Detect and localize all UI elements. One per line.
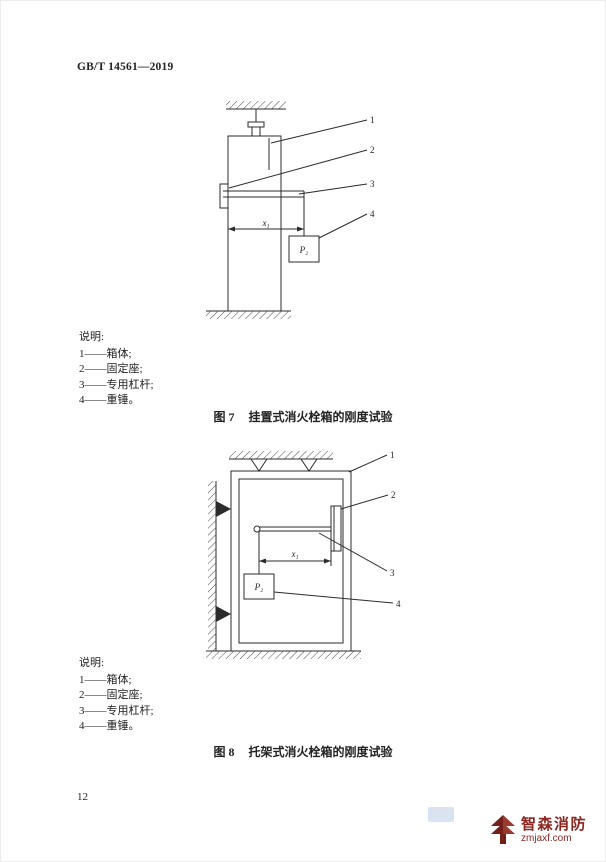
figure-number: 图 8 — [213, 745, 235, 759]
leader-2 — [340, 494, 389, 510]
legend-title: 说明: — [79, 331, 105, 343]
legend-item: 2——固定座; — [79, 363, 143, 375]
figure-title: 托架式消火栓箱的刚度试验 — [248, 745, 393, 759]
weight-label: P₂ — [299, 245, 309, 255]
watermark-domain: zmjaxf.com — [521, 832, 572, 844]
callout-4: 4 — [396, 599, 401, 609]
wall-bracket-top — [216, 501, 231, 517]
lever-pivot — [253, 525, 261, 533]
box-inner — [238, 478, 344, 644]
site-watermark: 智森消防 zmjaxf.com — [490, 814, 587, 846]
weight-box — [243, 573, 275, 600]
ceiling-hatch — [226, 101, 286, 109]
watermark-text: 智森消防 zmjaxf.com — [521, 816, 587, 845]
box-body — [227, 135, 282, 312]
figure7-linework — [206, 101, 368, 319]
weight-box — [288, 235, 320, 263]
leader-2 — [228, 149, 368, 189]
legend-item: 1——箱体; — [79, 347, 132, 360]
leader-4 — [273, 591, 394, 604]
callout-3: 3 — [370, 179, 375, 189]
leader-1 — [270, 119, 368, 144]
callout-1: 1 — [390, 450, 395, 460]
dim-arrow-left — [259, 558, 266, 564]
legend-item: 4——重锤。 — [79, 720, 140, 732]
hanger-bar — [247, 121, 265, 128]
legend-item: 2——固定座; — [79, 689, 143, 701]
callout-2: 2 — [370, 145, 375, 155]
figure8-caption: 图 8 托架式消火栓箱的刚度试验 — [1, 743, 605, 760]
logo-shape — [491, 823, 503, 834]
ground-hatch — [206, 311, 291, 319]
hanger-block — [251, 126, 261, 137]
leader-4 — [318, 213, 368, 239]
legend-item: 4——重锤。 — [79, 394, 140, 406]
leader-3 — [298, 183, 368, 195]
legend-item: 3——专用杠杆; — [79, 378, 154, 391]
figure7-caption: 图 7 挂置式消火栓箱的刚度试验 — [1, 408, 605, 425]
weight-label: P₂ — [254, 582, 264, 592]
brand-logo-icon — [491, 815, 515, 844]
ceiling-mount-right — [300, 458, 318, 472]
figure-title: 挂置式消火栓箱的刚度试验 — [248, 410, 393, 424]
fixing-seat — [330, 505, 342, 552]
wall-bracket-bottom — [216, 606, 231, 622]
leader-1 — [348, 454, 388, 473]
leader-3 — [318, 532, 388, 572]
fixing-seat — [219, 183, 229, 209]
callout-4: 4 — [370, 209, 375, 219]
figure-number: 图 7 — [213, 410, 235, 424]
dim-arrow-left — [228, 226, 235, 232]
dim-label: x₁ — [261, 218, 269, 228]
callout-3: 3 — [390, 568, 395, 578]
logo-shape — [503, 815, 515, 826]
callout-2: 2 — [391, 490, 396, 500]
figure8-linework — [206, 451, 394, 659]
wall-hatch — [208, 481, 216, 651]
figure8-diagram: 1 2 3 4 x₁ P₂ — [206, 450, 401, 659]
ceiling-mount-left — [250, 458, 268, 472]
logo-shape — [503, 823, 515, 834]
figure8-labels: 1 2 3 4 x₁ P₂ — [254, 450, 401, 609]
callout-1: 1 — [370, 115, 375, 125]
legend-item: 1——箱体; — [79, 673, 132, 686]
scan-artifact-blue — [428, 807, 454, 822]
watermark-brand: 智森消防 — [521, 815, 588, 833]
logo-shape — [500, 834, 506, 844]
ceiling-hatch — [229, 451, 333, 459]
doc-number: GB/T 14561—2019 — [77, 61, 174, 73]
figure7-labels: 1 2 3 4 x₁ P₂ — [261, 115, 375, 255]
legend-title: 说明: — [79, 657, 105, 669]
dim-label: x₁ — [290, 549, 298, 559]
figure7-diagram: 1 2 3 4 x₁ P₂ — [206, 101, 375, 319]
page-number: 12 — [77, 791, 88, 803]
legend-item: 3——专用杠杆; — [79, 704, 154, 717]
figure7-legend: 说明: 1——箱体; 2——固定座; 3——专用杠杆; 4——重锤。 — [79, 330, 154, 409]
dim-arrow-right — [324, 558, 331, 564]
logo-shape — [491, 815, 503, 826]
ground-hatch — [206, 651, 361, 659]
figure8-legend: 说明: 1——箱体; 2——固定座; 3——专用杠杆; 4——重锤。 — [79, 656, 154, 735]
dim-arrow-right — [297, 226, 304, 232]
